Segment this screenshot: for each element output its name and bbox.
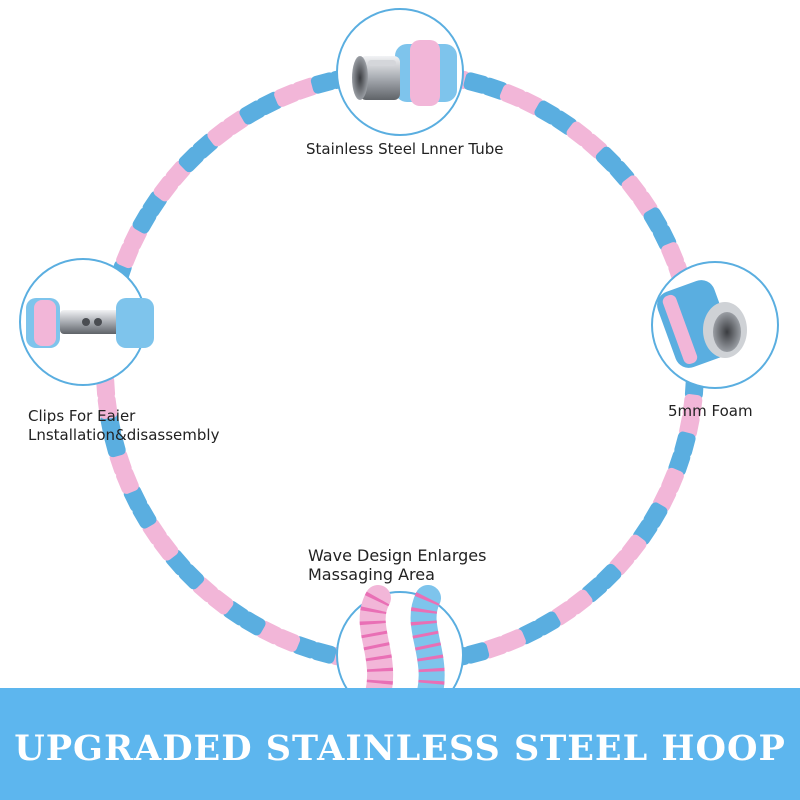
callout-left-line2: Lnstallation&disassembly	[28, 426, 220, 444]
foam-segment	[100, 412, 121, 439]
callout-bottom-label: Wave Design Enlarges Massaging Area	[308, 546, 486, 584]
callout-top-text: Stainless Steel Lnner Tube	[306, 140, 504, 158]
foam-segment	[97, 394, 118, 419]
callout-bottom-line2: Massaging Area	[308, 565, 435, 584]
callout-left-line1: Clips For Eaier	[28, 407, 136, 425]
foam-segment	[682, 394, 703, 419]
steel-inner-tube-icon	[336, 8, 464, 136]
callout-right-label: 5mm Foam	[668, 402, 753, 421]
callout-left-label: Clips For Eaier Lnstallation&disassembly	[28, 407, 219, 445]
callout-bottom-line1: Wave Design Enlarges	[308, 546, 487, 565]
banner-title: UPGRADED STAINLESS STEEL HOOP	[14, 728, 786, 769]
foam-tube-icon	[651, 261, 779, 389]
banner	[0, 688, 800, 800]
clip-connector-icon	[19, 258, 154, 386]
callout-right-text: 5mm Foam	[668, 402, 753, 420]
callout-top-label: Stainless Steel Lnner Tube	[306, 140, 504, 159]
